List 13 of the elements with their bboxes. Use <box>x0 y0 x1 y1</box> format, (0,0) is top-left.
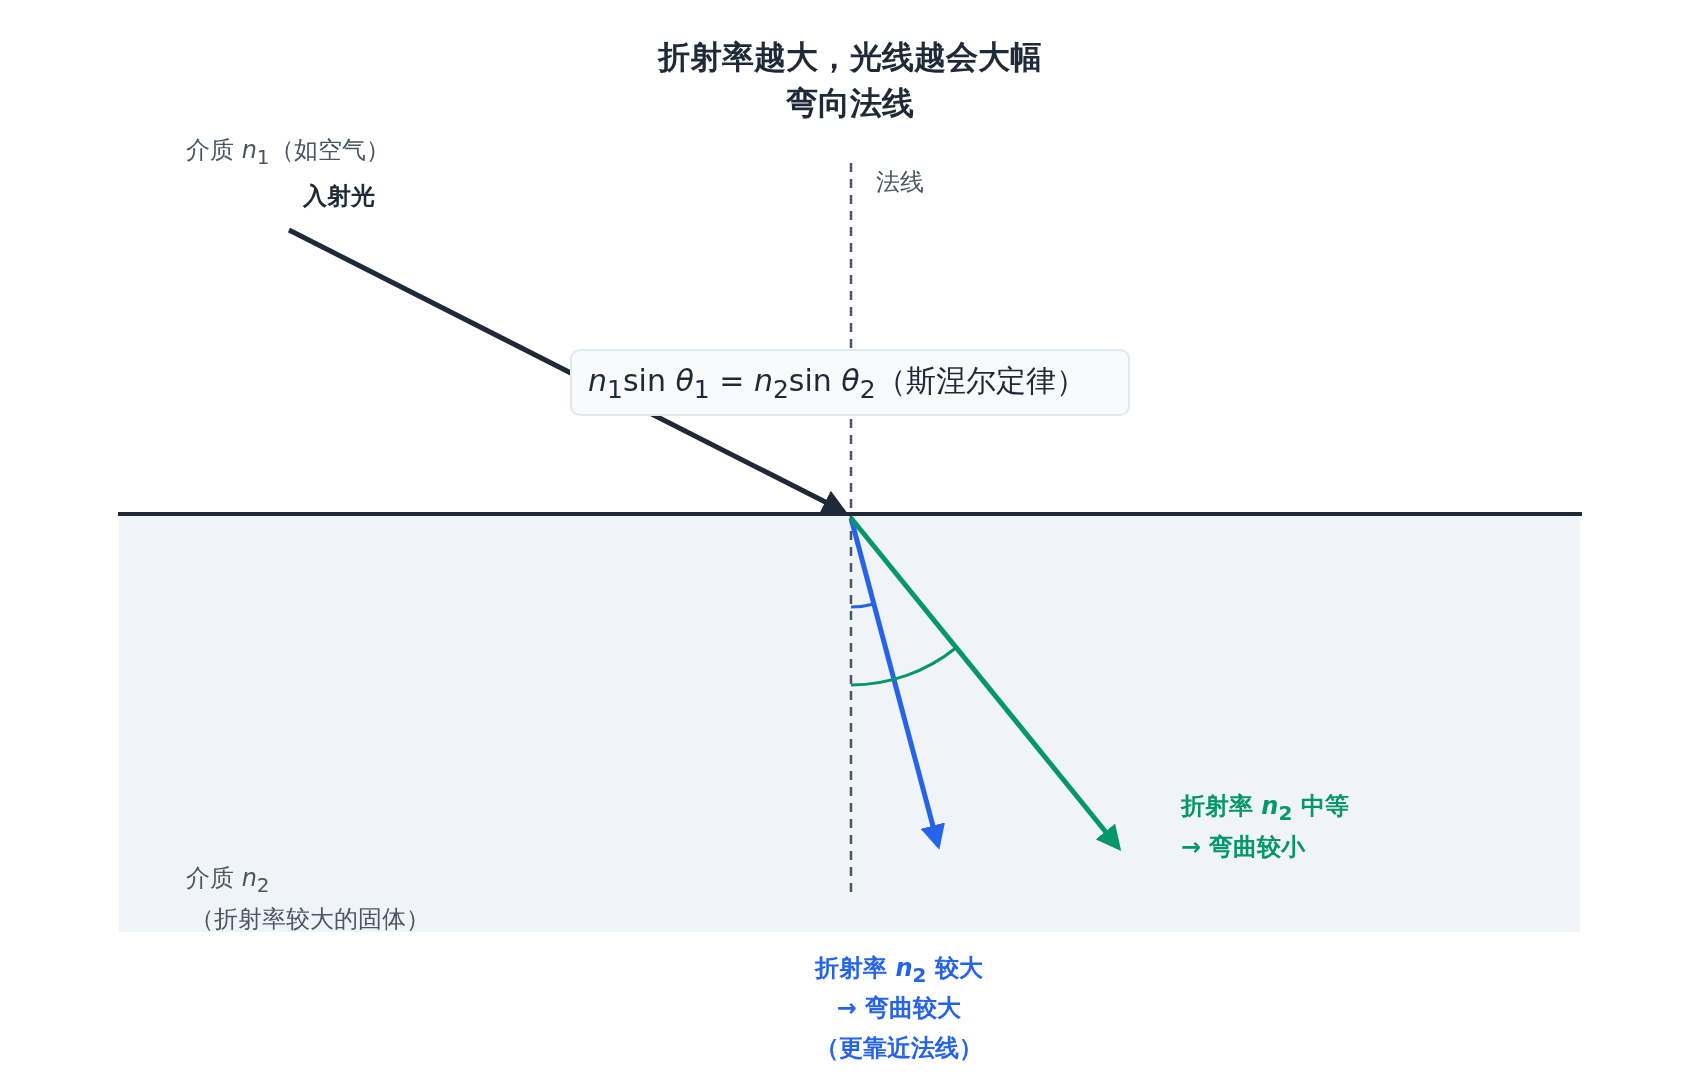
formula-box <box>570 349 1130 416</box>
ray-label: → 弯曲较大 <box>836 994 962 1023</box>
medium-label: 介质 n$_{1}$（如空气） <box>186 136 390 169</box>
ray-label: （更靠近法线） <box>815 1034 983 1063</box>
ray-label: 入射光 <box>303 182 375 211</box>
formula-text: n$_{1}$sin θ$_{1}$ = n$_{2}$sin θ$_{2}$（斯涅尔定律） <box>588 362 1086 404</box>
ray-label: → 弯曲较小 <box>1181 833 1306 862</box>
medium-label: 介质 n$_{2}$ <box>186 864 270 897</box>
normal-label: 法线 <box>876 168 924 197</box>
medium-label: （折射率较大的固体） <box>190 905 430 934</box>
diagram-title: 折射率越大，光线越会大幅弯向法线 <box>656 37 1043 125</box>
ray-label: 折射率 n$_{2}$ 中等 <box>1181 792 1349 825</box>
ray-label: 折射率 n$_{2}$ 较大 <box>815 954 983 987</box>
